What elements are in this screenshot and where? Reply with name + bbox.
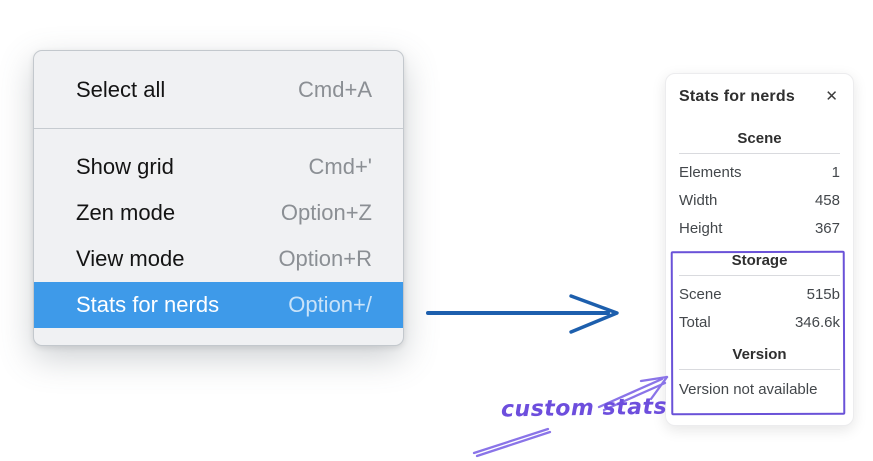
menu-item-select-all[interactable]: Select all Cmd+A xyxy=(34,67,403,113)
stats-panel-header: Stats for nerds ✕ xyxy=(679,87,840,106)
version-section-rule xyxy=(679,369,840,370)
stat-row-height: Height 367 xyxy=(679,219,840,238)
stat-value: 515b xyxy=(806,286,840,303)
menu-item-label: Zen mode xyxy=(76,200,176,225)
stat-label: Height xyxy=(679,220,723,237)
stat-label: Total xyxy=(679,314,711,331)
scene-section-rule xyxy=(679,153,840,154)
context-menu: Select all Cmd+A Show grid Cmd+' Zen mod… xyxy=(33,50,404,346)
annotation-label: custom stats xyxy=(500,394,668,423)
close-icon[interactable]: ✕ xyxy=(825,88,838,105)
menu-item-view-mode[interactable]: View mode Option+R xyxy=(34,236,403,282)
menu-item-label: Show grid xyxy=(76,154,174,179)
storage-section-header: Storage xyxy=(731,252,788,269)
menu-item-shortcut: Cmd+A xyxy=(298,77,372,102)
menu-item-show-grid[interactable]: Show grid Cmd+' xyxy=(34,144,403,190)
menu-item-shortcut: Option+R xyxy=(278,246,372,271)
stat-row-storage-scene: Scene 515b xyxy=(679,285,840,304)
stat-label: Scene xyxy=(679,286,722,303)
menu-item-label: View mode xyxy=(76,246,185,271)
menu-item-label: Select all xyxy=(76,77,166,102)
stat-value: 458 xyxy=(814,192,840,209)
version-section-header: Version xyxy=(732,346,787,363)
stat-label: Elements xyxy=(679,164,742,181)
menu-item-zen-mode[interactable]: Zen mode Option+Z xyxy=(34,190,403,236)
version-note: Version not available xyxy=(679,381,818,398)
menu-section-main: Show grid Cmd+' Zen mode Option+Z View m… xyxy=(34,129,403,344)
stat-label: Width xyxy=(679,192,718,209)
scene-section-header: Scene xyxy=(737,130,782,147)
menu-item-shortcut: Option+Z xyxy=(280,200,372,225)
stat-row-width: Width 458 xyxy=(679,191,840,210)
menu-item-shortcut: Cmd+' xyxy=(308,154,373,179)
stat-row-elements: Elements 1 xyxy=(679,163,840,182)
stats-panel-title: Stats for nerds xyxy=(679,87,795,105)
menu-item-stats-for-nerds[interactable]: Stats for nerds Option+/ xyxy=(34,282,403,328)
stat-value: 1 xyxy=(831,164,840,181)
stat-value: 367 xyxy=(814,220,840,237)
menu-separator xyxy=(34,128,403,129)
stat-value: 346.6k xyxy=(794,314,840,331)
menu-section-top: Select all Cmd+A xyxy=(34,51,403,128)
menu-item-label: Stats for nerds xyxy=(76,292,220,317)
blue-arrow xyxy=(426,294,619,334)
storage-section-rule xyxy=(679,275,840,276)
stats-panel: Stats for nerds ✕ Scene Elements 1 Width… xyxy=(665,73,854,426)
stat-row-storage-total: Total 346.6k xyxy=(679,313,840,332)
menu-item-shortcut: Option+/ xyxy=(288,292,372,317)
